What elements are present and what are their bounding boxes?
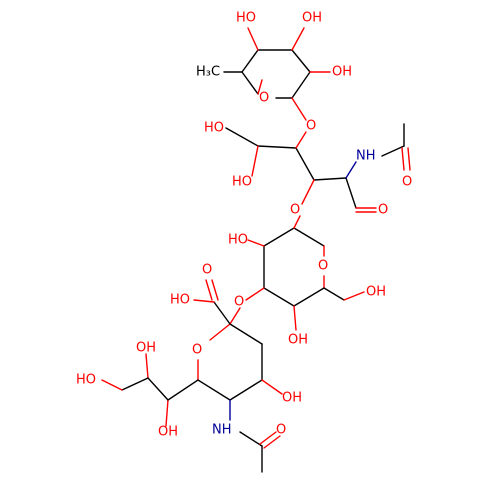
atom-label: H₃C <box>196 65 220 80</box>
bond <box>251 145 259 177</box>
galactose-ring <box>245 215 365 331</box>
bond <box>401 147 405 171</box>
bond <box>343 291 365 301</box>
atom-label: O <box>259 91 269 106</box>
atom-label: NH <box>212 423 232 438</box>
bond <box>291 27 305 51</box>
bond <box>241 49 259 73</box>
bond <box>263 287 295 307</box>
atom-label: O <box>318 259 328 274</box>
bond <box>293 227 325 247</box>
bond <box>323 287 345 301</box>
open-chain <box>225 123 411 213</box>
bond <box>345 161 357 179</box>
atom-label: HO <box>76 373 96 388</box>
bond <box>147 377 169 401</box>
atom-label: O <box>276 423 286 438</box>
bond <box>197 379 231 401</box>
bond <box>245 287 265 301</box>
bond <box>291 49 311 73</box>
atom-label: O <box>234 295 244 310</box>
bond <box>291 71 311 99</box>
bond <box>263 435 281 449</box>
bond <box>193 299 215 303</box>
bond <box>293 287 325 307</box>
bond <box>229 323 263 345</box>
atom-label: HO <box>228 233 248 248</box>
atom-label: HO <box>204 121 224 136</box>
atom-label: HO <box>232 175 252 190</box>
bond <box>381 145 405 157</box>
bond <box>261 379 283 395</box>
bond <box>345 177 357 209</box>
atom-label: OH <box>302 11 322 26</box>
bond <box>229 307 241 325</box>
atom-label: OH <box>288 333 308 348</box>
atom-label: O <box>290 203 300 218</box>
atom-label: OH <box>366 285 386 300</box>
bond <box>313 177 347 181</box>
bond <box>241 71 259 95</box>
bond <box>247 27 259 51</box>
bond <box>257 145 297 149</box>
atom-label: O <box>202 263 212 278</box>
atom-label: O <box>306 119 316 134</box>
bond <box>229 379 263 401</box>
atom-label: HO <box>170 293 190 308</box>
bond <box>211 279 219 301</box>
atom-label: OH <box>158 425 178 440</box>
bond <box>225 127 259 147</box>
bond <box>407 147 411 171</box>
bond <box>301 179 315 205</box>
atom-labels: HO OH OH H₃C O O HO HO NH O O O HO O OH … <box>76 11 412 440</box>
atom-label: O <box>402 175 412 190</box>
atom-label: OH <box>332 65 352 80</box>
bond <box>295 147 315 181</box>
bond <box>293 215 301 229</box>
bond <box>291 97 307 121</box>
atom-label: OH <box>282 391 302 406</box>
bond <box>213 301 231 325</box>
atom-label: OH <box>136 341 156 356</box>
bond <box>257 79 263 95</box>
atom-label: NH <box>356 149 376 164</box>
fucose-ring <box>223 27 331 121</box>
bond <box>165 399 169 427</box>
bond <box>145 353 149 379</box>
bond <box>101 379 123 391</box>
atom-label: O <box>192 343 202 358</box>
bond <box>259 431 277 445</box>
bond <box>205 279 213 301</box>
sialic-acid-ring <box>101 279 283 473</box>
bond <box>263 227 295 247</box>
bond <box>247 239 265 247</box>
bond <box>121 377 149 391</box>
atom-label: O <box>378 203 388 218</box>
bond <box>293 305 297 331</box>
bond <box>239 431 263 447</box>
bond <box>295 131 307 149</box>
atom-label: HO <box>236 11 256 26</box>
bond <box>209 323 231 341</box>
bond <box>167 379 199 401</box>
